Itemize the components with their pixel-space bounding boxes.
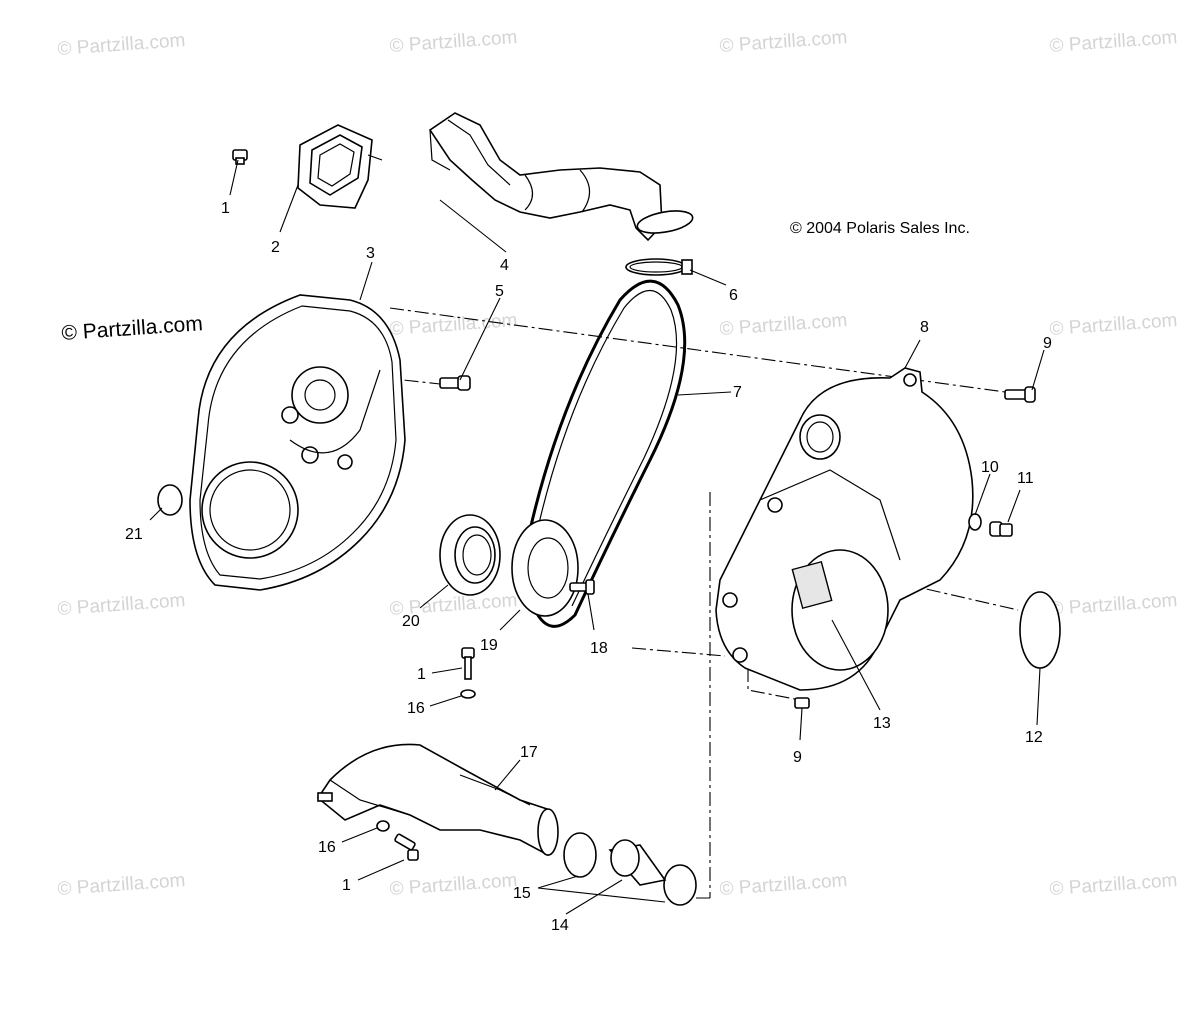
callout-9: 9 <box>1043 335 1052 352</box>
watermark: © Partzilla.com <box>57 590 186 620</box>
screw-part-9-lower <box>794 697 810 709</box>
watermark: © Partzilla.com <box>389 27 518 57</box>
clamp-part-15 <box>563 832 697 906</box>
watermark: © Partzilla.com <box>719 870 848 900</box>
watermark: © Partzilla.com <box>389 310 518 340</box>
callout-2: 2 <box>271 239 280 256</box>
callouts: 1 2 3 4 5 6 7 8 9 10 11 21 20 19 18 1 16… <box>125 200 1052 934</box>
watermark: © Partzilla.com <box>1049 27 1178 57</box>
outer-clutch-cover-part-8 <box>715 367 974 691</box>
screw-part-18 <box>569 579 595 595</box>
bolt-part-1-lower <box>394 833 419 861</box>
intake-boot-part-2 <box>297 124 383 209</box>
plug-part-21 <box>157 484 183 516</box>
callout-15: 15 <box>513 885 531 902</box>
bolt-part-11 <box>989 521 1013 537</box>
screw-part-1 <box>232 149 248 165</box>
callout-1-middle: 1 <box>417 666 426 683</box>
callout-18: 18 <box>590 640 608 657</box>
watermark: © Partzilla.com <box>719 310 848 340</box>
watermark: © Partzilla.com <box>389 870 518 900</box>
washer-part-16-middle <box>460 689 476 699</box>
boot-part-14 <box>608 839 667 886</box>
watermark: © Partzilla.com <box>1049 870 1178 900</box>
gasket-part-12 <box>1019 591 1061 669</box>
seal-part-20 <box>439 514 501 596</box>
bearing-plate-part-19 <box>511 519 579 617</box>
washer-part-16-lower <box>376 820 390 832</box>
copyright-text: © 2004 Polaris Sales Inc. <box>790 220 970 237</box>
callout-17: 17 <box>520 744 538 761</box>
leader-lines <box>149 159 1045 915</box>
callout-3: 3 <box>366 245 375 262</box>
callout-8: 8 <box>920 319 929 336</box>
watermark: © Partzilla.com <box>57 30 186 60</box>
intake-duct-part-4 <box>428 112 694 242</box>
clamp-part-6 <box>625 258 693 276</box>
washer-part-10 <box>968 513 982 531</box>
watermark: © Partzilla.com <box>1049 590 1178 620</box>
callout-10: 10 <box>981 459 999 476</box>
screw-part-9-upper <box>1004 386 1036 403</box>
callout-13: 13 <box>873 715 891 732</box>
partzilla-watermark-dark: © Partzilla.com <box>61 312 204 345</box>
callout-9-lower: 9 <box>793 749 802 766</box>
watermark: © Partzilla.com <box>57 870 186 900</box>
callout-1-lower: 1 <box>342 877 351 894</box>
watermark: © Partzilla.com <box>1049 310 1178 340</box>
callout-20: 20 <box>402 613 420 630</box>
callout-7: 7 <box>733 384 742 401</box>
callout-5: 5 <box>495 283 504 300</box>
exhaust-duct-part-17 <box>316 743 559 857</box>
callout-6: 6 <box>729 287 738 304</box>
callout-19: 19 <box>480 637 498 654</box>
callout-21: 21 <box>125 526 143 543</box>
bolt-part-5 <box>439 375 471 391</box>
watermark: © Partzilla.com <box>719 27 848 57</box>
callout-11: 11 <box>1017 470 1034 487</box>
bolt-part-1-middle <box>461 647 475 680</box>
callout-16: 16 <box>407 700 425 717</box>
callout-1: 1 <box>221 200 230 217</box>
inner-clutch-cover-part-3 <box>189 294 406 591</box>
callout-14: 14 <box>551 917 569 934</box>
callout-16-lower: 16 <box>318 839 336 856</box>
callout-4: 4 <box>500 257 509 274</box>
callout-12: 12 <box>1025 729 1043 746</box>
